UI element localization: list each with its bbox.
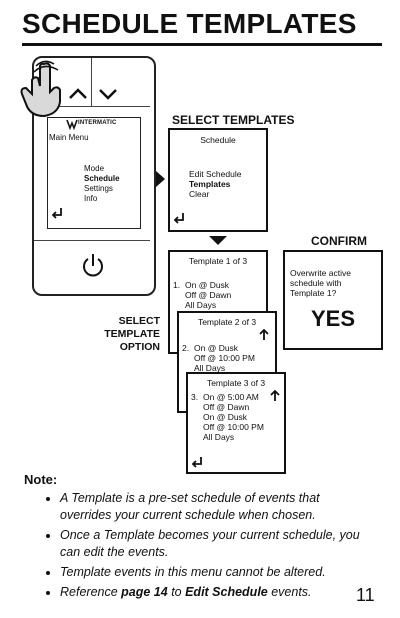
main-menu-title: Main Menu xyxy=(49,133,89,142)
template-event: On @ Dusk xyxy=(203,412,248,422)
brand-logo-mark xyxy=(66,119,78,130)
device-top-right-key xyxy=(92,58,150,107)
main-menu-item: Mode xyxy=(84,164,105,173)
main-menu-item: Info xyxy=(84,194,98,203)
template-1-number: 1. xyxy=(173,280,181,290)
template-event: All Days xyxy=(203,432,235,442)
select-template-option-label: SELECT TEMPLATE OPTION xyxy=(100,315,160,354)
template-event: All Days xyxy=(185,300,217,310)
ref-target: Edit Schedule xyxy=(185,585,268,599)
template-2-events: On @ Dusk Off @ 10:00 PM All Days xyxy=(194,343,255,373)
template-event: On @ 5:00 AM xyxy=(203,392,259,402)
down-arrow-icon xyxy=(99,89,117,100)
power-icon xyxy=(83,254,103,277)
up-down-arrows xyxy=(69,88,117,100)
hand-pointer-icon xyxy=(20,60,61,118)
confirm-screen: Overwrite active schedule with Template … xyxy=(283,250,383,350)
template-3-title: Template 3 of 3 xyxy=(206,378,266,388)
schedule-screen: Schedule Edit Schedule Templates Clear xyxy=(168,128,268,232)
confirm-prompt: Overwrite active schedule with Template … xyxy=(290,268,351,298)
label-line: SELECT xyxy=(118,315,160,327)
note-item: Template events in this menu cannot be a… xyxy=(60,564,374,581)
ref-text: to xyxy=(167,585,186,599)
schedule-menu-item: Clear xyxy=(189,189,210,199)
schedule-menu-item-selected: Templates xyxy=(189,179,231,189)
template-1-title: Template 1 of 3 xyxy=(188,256,248,266)
template-3-number: 3. xyxy=(191,392,199,402)
ref-text: events. xyxy=(267,585,312,599)
up-arrow-icon xyxy=(69,88,87,99)
enter-arrow-icon xyxy=(173,213,184,224)
note-item: A Template is a pre-set schedule of even… xyxy=(60,490,374,524)
label-line: TEMPLATE xyxy=(104,328,160,340)
page-number: 11 xyxy=(356,585,375,605)
device-power-area xyxy=(34,240,150,291)
notes-list: A Template is a pre-set schedule of even… xyxy=(24,490,374,601)
enter-arrow-icon xyxy=(191,457,202,468)
title-rule xyxy=(22,43,382,46)
confirm-label: CONFIRM xyxy=(311,234,367,248)
device-screen xyxy=(47,117,141,229)
template-event: On @ Dusk xyxy=(194,343,239,353)
template-event: On @ Dusk xyxy=(185,280,230,290)
template-event: Off @ Dawn xyxy=(185,290,232,300)
select-templates-label: SELECT TEMPLATES xyxy=(172,113,295,127)
template-event: Off @ 10:00 PM xyxy=(203,422,264,432)
page-title: SCHEDULE TEMPLATES xyxy=(22,8,357,39)
label-line: OPTION xyxy=(119,341,160,353)
main-menu-item-selected: Schedule xyxy=(84,174,120,183)
enter-arrow-icon xyxy=(51,208,62,219)
schedule-screen-title: Schedule xyxy=(200,135,236,145)
template-event: All Days xyxy=(194,363,226,373)
template-1-events: On @ Dusk Off @ Dawn All Days xyxy=(185,280,231,310)
up-arrow-icon xyxy=(259,329,269,340)
confirm-prompt-line: Overwrite active xyxy=(290,268,351,278)
flow-arrow-right-icon xyxy=(156,171,165,187)
main-menu-item: Settings xyxy=(84,184,113,193)
notes-section: Note: A Template is a pre-set schedule o… xyxy=(24,472,374,604)
note-item-reference: Reference page 14 to Edit Schedule event… xyxy=(60,584,374,601)
template-3-events: On @ 5:00 AM Off @ Dawn On @ Dusk Off @ … xyxy=(203,392,264,442)
up-arrow-icon xyxy=(270,390,280,401)
ref-text: Reference xyxy=(60,585,122,599)
notes-heading: Note: xyxy=(24,472,58,487)
ref-page: page 14 xyxy=(121,585,168,599)
template-event: Off @ Dawn xyxy=(203,402,250,412)
device-top-left-key xyxy=(34,58,92,107)
template-event: Off @ 10:00 PM xyxy=(194,353,255,363)
flow-arrow-down-icon xyxy=(209,236,227,245)
template-2-number: 2. xyxy=(182,343,190,353)
template-2-title: Template 2 of 3 xyxy=(197,317,257,327)
brand-name: INTERMATIC xyxy=(78,120,117,126)
schedule-menu-item: Edit Schedule xyxy=(189,169,242,179)
schedule-menu-list: Edit Schedule Templates Clear xyxy=(189,169,241,199)
template-3-screen: Template 3 of 3 3. On @ 5:00 AM Off @ Da… xyxy=(186,372,286,474)
main-menu-list: Mode Schedule Settings Info xyxy=(84,164,120,204)
confirm-prompt-line: Template 1? xyxy=(290,288,337,298)
confirm-prompt-line: schedule with xyxy=(290,278,342,288)
confirm-yes: YES xyxy=(310,306,356,331)
note-item: Once a Template becomes your current sch… xyxy=(60,527,374,561)
